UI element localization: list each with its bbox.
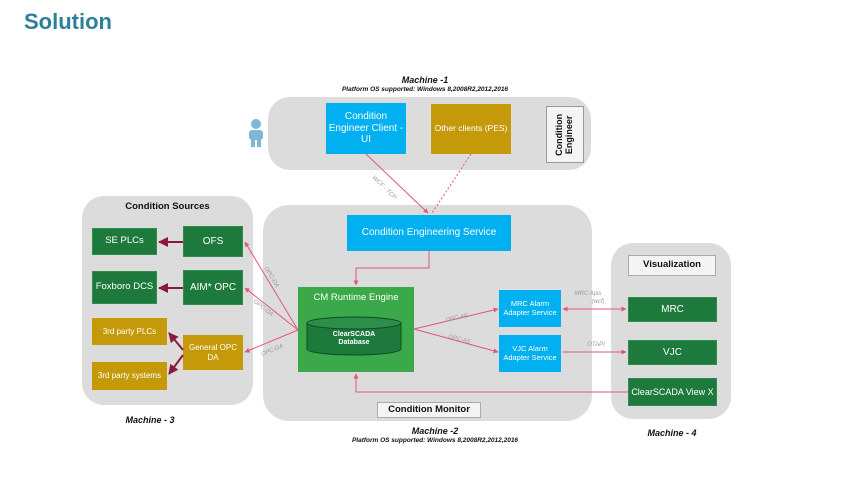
opc-ae-line-vjc	[413, 328, 499, 354]
third-party-plcs: 3rd party PLCs	[92, 318, 167, 345]
ces-runtime-line	[353, 251, 430, 286]
condition-engineer-client-ui: Condition Engineer Client - UI	[326, 103, 406, 154]
opc-da-line-ofs	[244, 241, 299, 331]
third-party-systems: 3rd party systems	[92, 362, 167, 390]
wcf-tcp-text: WCF - TCP	[371, 175, 397, 201]
user-icon	[244, 118, 268, 148]
otapi-text: OTAPI	[587, 342, 605, 348]
opc-da-line-general	[244, 329, 299, 353]
clearscada-database-label: ClearSCADA Database	[332, 331, 376, 347]
condition-engineering-service: Condition Engineering Service	[347, 215, 511, 251]
cm-runtime-engine-label: CM Runtime Engine	[313, 292, 399, 303]
opc-ae-text-1: OPC-AE	[445, 313, 470, 324]
machine-1-panel	[268, 97, 591, 170]
condition-monitor-label: Condition Monitor	[377, 402, 481, 418]
other-clients-pes: Other clients (PES)	[431, 104, 511, 154]
pes-line	[431, 153, 472, 214]
general-opc-da: General OPC DA	[183, 335, 243, 370]
opc-da-text-3: OPC-DA	[261, 344, 285, 358]
mrc-apis-text-2: (wcf)	[592, 299, 605, 305]
condition-engineer-side-label: Condition Engineer	[546, 106, 584, 163]
dot-text: .	[619, 327, 621, 333]
vjc-alarm-adapter-service: VJC Alarm Adapter Service	[499, 335, 561, 372]
machine-1-os-note: Platform OS supported: Windows 8,2008R2,…	[341, 86, 509, 93]
page-title: Solution	[24, 9, 112, 34]
mrc-alarm-adapter-service: MRC Alarm Adapter Service	[499, 290, 561, 327]
mrc-apis-text-1: MRC Apis	[575, 291, 602, 297]
ofs: OFS	[183, 226, 243, 257]
foxboro-dcs: Foxboro DCS	[92, 271, 157, 304]
condition-sources-title: Condition Sources	[125, 201, 210, 212]
clearscada-database: ClearSCADA Database	[306, 316, 402, 356]
opc-da-line-aim	[244, 287, 299, 331]
machine-1-label: Machine -1	[401, 75, 449, 85]
visualization-title: Visualization	[628, 255, 716, 276]
wcf-tcp-line	[365, 153, 429, 214]
opc-ae-text-2: OPC-AE	[448, 334, 473, 346]
aim-opc: AIM* OPC	[183, 270, 243, 305]
view-x-runtime-line	[353, 373, 628, 393]
general-3rd-systems-link	[168, 354, 184, 375]
clearscada-view-x: ClearSCADA View X	[628, 378, 717, 406]
machine-2-label: Machine -2	[411, 426, 459, 436]
machine-2-os-note: Platform OS supported: Windows 8,2008R2,…	[351, 437, 519, 444]
general-3rd-plcs-link	[168, 332, 184, 351]
machine-3-label: Machine - 3	[125, 415, 175, 425]
se-plcs: SE PLCs	[92, 228, 157, 255]
machine-4-label: Machine - 4	[647, 428, 697, 438]
vjc: VJC	[628, 340, 717, 365]
opc-ae-line-mrc	[413, 307, 499, 330]
mrc: MRC	[628, 297, 717, 322]
